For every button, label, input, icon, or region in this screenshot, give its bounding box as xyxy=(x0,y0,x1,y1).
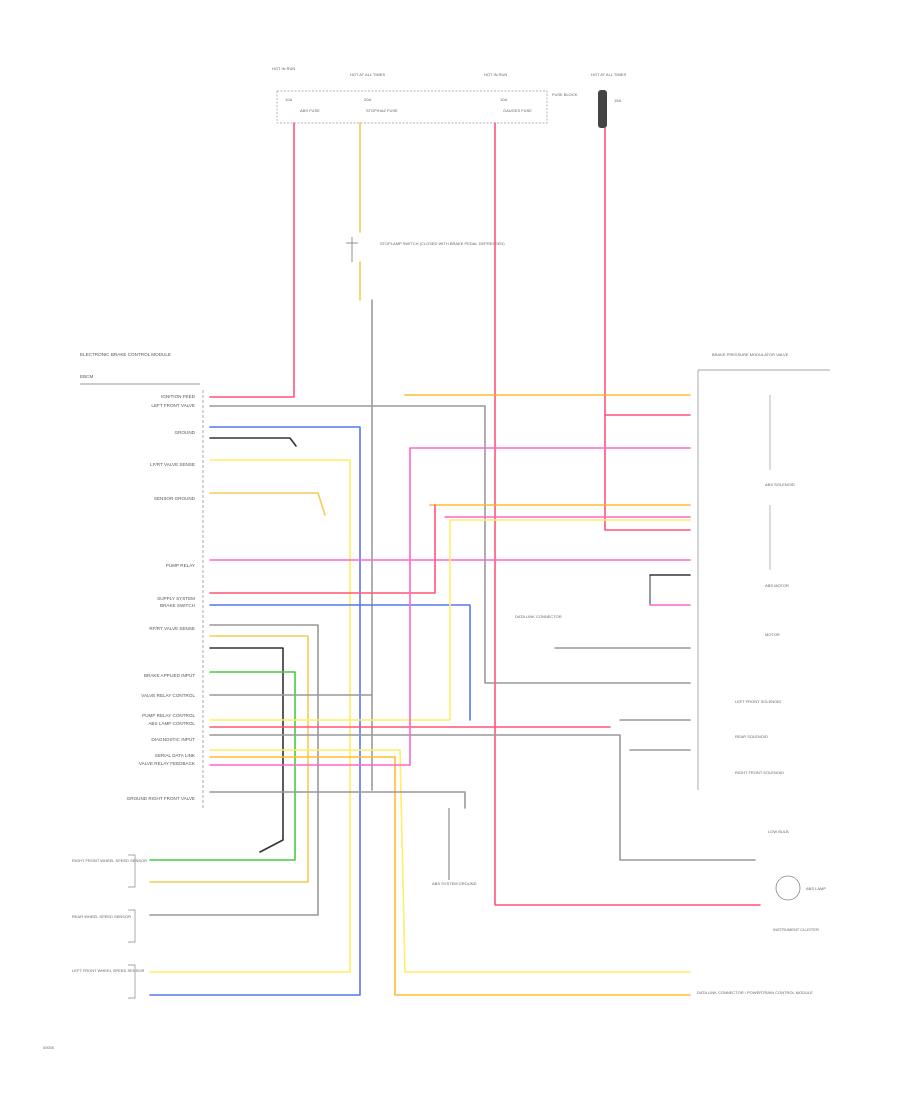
wire-pink xyxy=(209,447,411,766)
wire-tan xyxy=(209,492,326,516)
fuse-rating-2: 20A xyxy=(364,97,371,102)
left-front-sensor-bracket xyxy=(128,964,136,999)
wire-blue xyxy=(209,604,471,721)
fuse-block-outline xyxy=(276,90,548,124)
wire-blue xyxy=(149,426,361,996)
wire-red xyxy=(494,122,761,906)
wire-gray xyxy=(149,624,319,916)
circuit-label: BRAKE APPLIED INPUT xyxy=(144,673,195,678)
wire-tan xyxy=(149,635,309,883)
circuit-label: PUMP RELAY CONTROL xyxy=(142,713,195,718)
circuit-label: LEFT FRONT VALVE xyxy=(151,403,195,408)
wire-orange xyxy=(209,756,691,996)
fuse-name-2: STOP/HAZ FUSE xyxy=(366,108,398,113)
circuit-label: VALVE RELAY CONTROL xyxy=(141,693,195,698)
fuse-label-2: HOT AT ALL TIMES xyxy=(350,72,385,77)
rear-sensor-label: REAR WHEEL SPEED SENSOR xyxy=(72,914,131,919)
wheel-sensors: RIGHT FRONT WHEEL SPEED SENSOR REAR WHEE… xyxy=(72,854,147,999)
circuit-label: DIAGNOSTIC INPUT xyxy=(151,737,195,742)
wire-gray xyxy=(209,405,691,684)
fuse-label-4: HOT AT ALL TIMES xyxy=(591,72,626,77)
circuit-label: SUPPLY SYSTEM xyxy=(157,596,195,601)
circuit-label: IGNITION FEED xyxy=(161,394,196,399)
right-front-sensor-label: RIGHT FRONT WHEEL SPEED SENSOR xyxy=(72,858,147,863)
fuse-name-3: GAUGES FUSE xyxy=(503,108,532,113)
splice-label: DATA LINK CONNECTOR xyxy=(515,614,562,619)
ground-label: ABS SYSTEM GROUND xyxy=(432,881,477,886)
wire-gray xyxy=(209,791,466,809)
module-subtitle: EBCM xyxy=(80,374,93,379)
wire-yellow xyxy=(149,459,351,973)
fuse-label-1: HOT IN RUN xyxy=(272,66,295,71)
instrument-cluster: LOW BULB ABS LAMP INSTRUMENT CLUSTER xyxy=(768,829,826,932)
wire-black xyxy=(209,437,297,447)
wire-gray xyxy=(209,734,756,861)
fuse-block-name: FUSE BLOCK xyxy=(552,92,578,97)
circuit-label: ABS LAMP CONTROL xyxy=(148,721,195,726)
cluster-title: INSTRUMENT CLUSTER xyxy=(773,927,819,932)
wire-black xyxy=(209,647,284,853)
circuit-label-list: IGNITION FEED LEFT FRONT VALVE GROUND LF/RT… xyxy=(127,394,196,801)
wire-yellow xyxy=(209,749,691,973)
circuit-label: GROUND xyxy=(175,430,196,435)
modulator-section-3: MOTOR xyxy=(765,632,780,637)
cluster-lamp-label: ABS LAMP xyxy=(806,886,826,891)
rear-sensor-bracket xyxy=(128,909,136,943)
module-title: ELECTRONIC BRAKE CONTROL MODULE xyxy=(80,352,171,357)
circuit-label: PUMP RELAY xyxy=(166,563,195,568)
modulator-section-4: LEFT FRONT SOLENOID xyxy=(735,699,781,704)
circuit-label: SERIAL DATA LINK xyxy=(155,753,196,758)
stoplamp-switch: STOPLAMP SWITCH (CLOSED WITH BRAKE PEDAL… xyxy=(346,237,505,262)
output-connector-label: DATA LINK CONNECTOR / POWERTRAIN CONTROL… xyxy=(697,990,813,995)
fuse-rating-1: 10A xyxy=(285,97,292,102)
wire-red xyxy=(209,504,436,594)
circuit-label: LF/RT VALVE SENSE xyxy=(150,462,195,467)
circuit-label: RF/RT VALVE SENSE xyxy=(149,626,195,631)
stoplamp-switch-label: STOPLAMP SWITCH (CLOSED WITH BRAKE PEDAL… xyxy=(380,241,505,246)
splice-node: DATA LINK CONNECTOR xyxy=(515,614,562,619)
circuit-label: VALVE RELAY FEEDBACK xyxy=(139,761,196,766)
modulator-section-2: ABS MOTOR xyxy=(765,583,789,588)
cluster-bulb-label: LOW BULB xyxy=(768,829,789,834)
fuse-block: HOT IN RUN HOT AT ALL TIMES HOT IN RUN H… xyxy=(272,66,626,128)
modulator-section-5: REAR SOLENOID xyxy=(735,734,768,739)
circuit-label: GROUND RIGHT FRONT VALVE xyxy=(127,796,195,801)
fuse-block-connector xyxy=(598,90,607,128)
pressure-modulator: BRAKE PRESSURE MODULATOR VALVE ABS SOLEN… xyxy=(649,352,830,790)
wire-red xyxy=(209,122,295,398)
wire-yellow xyxy=(209,519,691,721)
wire-green xyxy=(149,671,296,861)
modulator-section-1: ABS SOLENOID xyxy=(765,482,795,487)
modulator-title: BRAKE PRESSURE MODULATOR VALVE xyxy=(712,352,789,357)
fuse-rating-4: 15A xyxy=(614,98,621,103)
modulator-section-6: RIGHT FRONT SOLENOID xyxy=(735,770,784,775)
circuit-label: BRAKE SWITCH xyxy=(160,603,195,608)
fuse-rating-3: 10A xyxy=(500,97,507,102)
wire-harness xyxy=(149,122,761,996)
circuit-label: SENSOR GROUND xyxy=(154,496,196,501)
left-front-sensor-label: LEFT FRONT WHEEL SPEED SENSOR xyxy=(72,968,144,973)
fuse-label-3: HOT IN RUN xyxy=(484,72,507,77)
wire-red xyxy=(604,127,691,531)
right-front-sensor-bracket xyxy=(128,854,136,888)
figure-code: 00000 xyxy=(43,1045,55,1050)
ground-node: ABS SYSTEM GROUND xyxy=(432,808,477,886)
ebcm-module: ELECTRONIC BRAKE CONTROL MODULE EBCM IGN… xyxy=(80,352,204,810)
fuse-name-1: ABS FUSE xyxy=(300,108,320,113)
abs-lamp-icon xyxy=(775,875,801,901)
